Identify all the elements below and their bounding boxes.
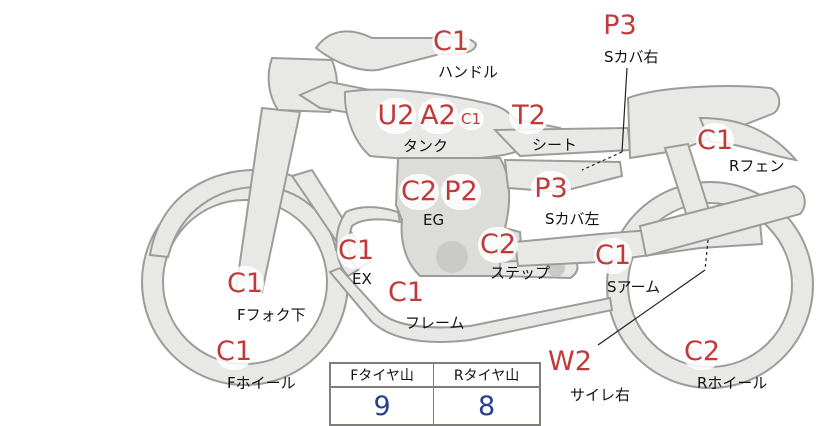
code-step: C2: [478, 227, 518, 263]
label-exhaust: EX: [352, 270, 372, 288]
code-silencer: W2: [548, 344, 592, 380]
code-scover-r: P3: [600, 8, 640, 44]
leader-scover-r: [621, 67, 628, 153]
label-fwheel: Fホイール: [227, 374, 296, 392]
code-engine-p2: P2: [441, 174, 481, 210]
code-rwheel: C2: [682, 334, 722, 370]
tire-table-header-row: Fタイヤ山 Rタイヤ山: [329, 362, 541, 388]
label-swingarm: Sアーム: [607, 278, 661, 296]
label-ffork: Fフォク下: [237, 306, 306, 324]
label-engine: EG: [423, 211, 445, 229]
rear-tire-header: Rタイヤ山: [433, 362, 541, 388]
code-engine-c2: C2: [399, 174, 439, 210]
code-tank-a2: A2: [418, 98, 458, 134]
code-scover-l: P3: [531, 171, 571, 207]
code-rfender: C1: [696, 123, 734, 159]
label-silencer: サイレ右: [570, 386, 631, 404]
label-rfender: Rフェン: [729, 157, 785, 175]
tire-tread-table: Fタイヤ山 Rタイヤ山 9 8: [329, 362, 541, 426]
label-frame: フレーム: [405, 314, 465, 332]
label-scover-l: Sカバ左: [545, 210, 600, 228]
engine-cover: [436, 241, 468, 273]
code-swingarm: C1: [594, 238, 632, 274]
label-seat: シート: [532, 136, 578, 154]
leader-silencer-dash: [704, 239, 709, 271]
rear-tire-value: 8: [433, 386, 541, 426]
label-rwheel: Rホイール: [697, 374, 768, 392]
frame-lower: [328, 266, 614, 343]
code-ffork: C1: [226, 266, 264, 302]
label-tank: タンク: [403, 137, 449, 155]
code-fwheel: C1: [215, 334, 253, 370]
label-scover-r: Sカバ右: [604, 48, 659, 66]
code-seat: T2: [509, 98, 549, 134]
label-step: ステップ: [490, 264, 551, 282]
silencer: [638, 184, 806, 258]
leader-silencer: [597, 269, 706, 346]
code-tank-c1: C1: [458, 108, 484, 130]
tire-table-value-row: 9 8: [329, 386, 541, 426]
code-exhaust: C1: [337, 233, 375, 269]
leader-scover-r-dash: [581, 151, 623, 171]
code-handle: C1: [432, 24, 470, 60]
code-frame: C1: [387, 275, 425, 311]
code-tank-u2: U2: [376, 98, 416, 134]
front-tire-value: 9: [329, 386, 435, 426]
front-tire-header: Fタイヤ山: [329, 362, 435, 388]
label-handle: ハンドル: [438, 63, 499, 81]
